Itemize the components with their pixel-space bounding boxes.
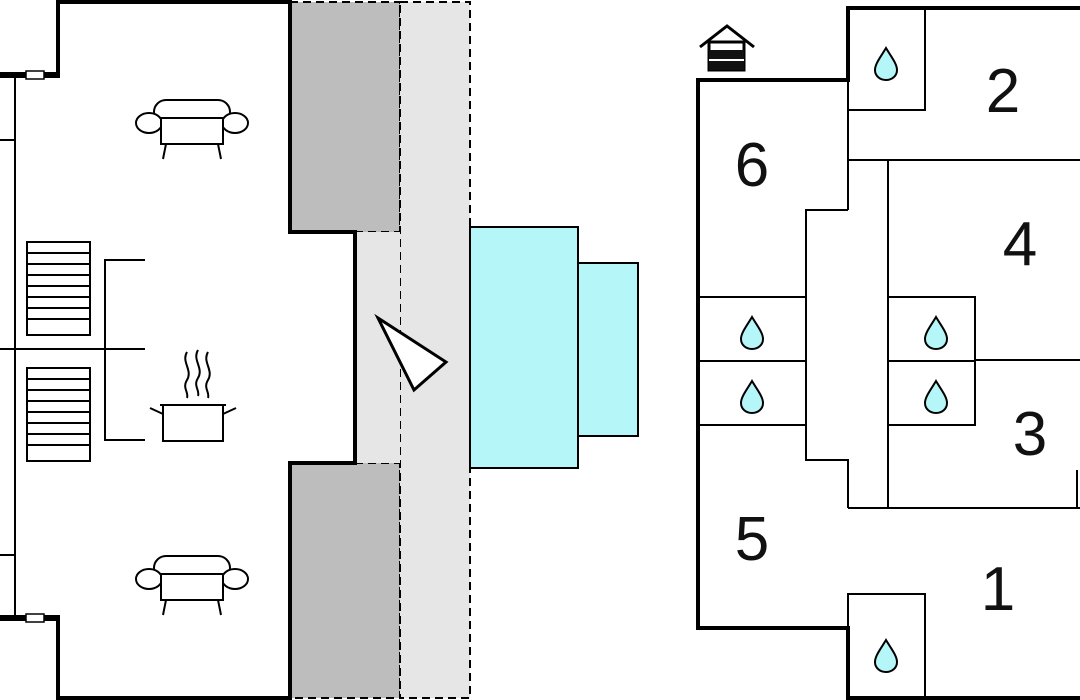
right-partitions xyxy=(697,7,1080,699)
room-number-2: 2 xyxy=(986,57,1020,126)
room-number-4: 4 xyxy=(1003,210,1037,279)
room-number-3: 3 xyxy=(1013,400,1047,469)
house-entrance-icon xyxy=(699,24,755,72)
water-drop-icon xyxy=(739,379,765,415)
water-drop-icon xyxy=(923,315,949,351)
stairs-icon xyxy=(26,367,91,462)
water-drop-icon xyxy=(739,315,765,351)
water-drop-icon xyxy=(923,379,949,415)
left-building xyxy=(0,0,471,700)
pool-step xyxy=(577,262,639,437)
pool-main xyxy=(469,226,579,469)
stairs-icon xyxy=(26,241,91,336)
room-number-5: 5 xyxy=(735,505,769,574)
right-building: 2 6 4 3 5 1 xyxy=(696,6,1080,700)
sofa-icon xyxy=(135,555,249,616)
sofa-icon xyxy=(135,99,249,160)
north-arrow-icon xyxy=(374,313,449,393)
pool xyxy=(469,226,639,469)
left-building-outline xyxy=(0,0,357,700)
terrace-top xyxy=(289,1,401,233)
water-drop-icon xyxy=(873,638,899,674)
water-drop-icon xyxy=(873,46,899,82)
room-number-6: 6 xyxy=(735,131,769,200)
cooking-pot-icon xyxy=(149,349,237,442)
room-number-1: 1 xyxy=(981,555,1015,624)
terrace-bottom xyxy=(289,462,401,699)
